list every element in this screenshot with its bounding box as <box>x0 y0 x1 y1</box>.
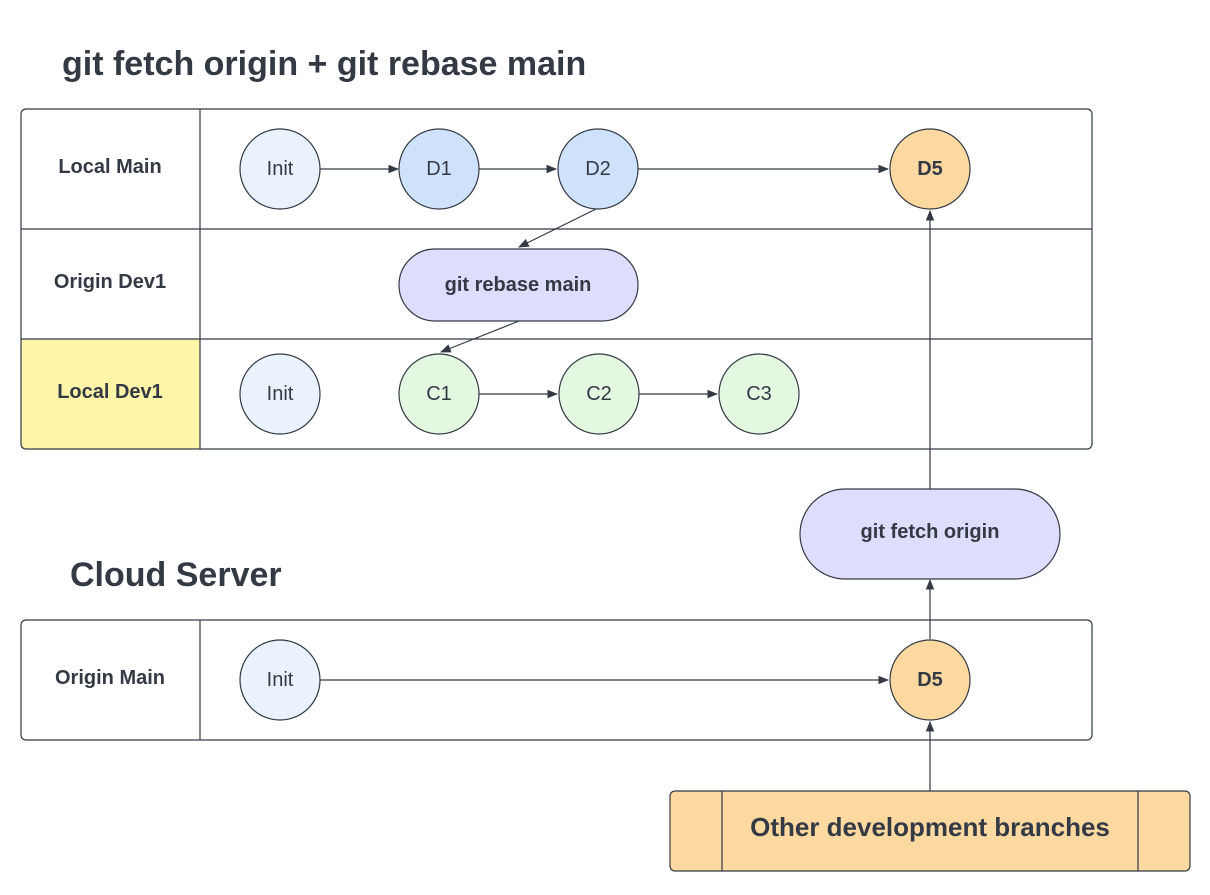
lane-label-origin-dev1: Origin Dev1 <box>54 271 166 293</box>
local-dev1-label-highlight <box>21 339 200 449</box>
connectors <box>320 164 935 791</box>
commit-node-d5: D5 <box>889 128 971 210</box>
commit-node-dev-init: Init <box>239 353 321 435</box>
rebase-action-label: git rebase main <box>445 274 592 296</box>
other-branches-box: Other development branches <box>669 790 1191 872</box>
commit-label: D1 <box>426 158 452 180</box>
lane-label-local-dev1: Local Dev1 <box>57 381 163 403</box>
edge-d2-rebase <box>518 207 599 248</box>
fetch-action-node: git fetch origin <box>799 488 1061 580</box>
commit-node-c3: C3 <box>718 353 800 435</box>
commit-label: D2 <box>585 158 611 180</box>
cloud-swimlane: Origin Main <box>20 619 1093 741</box>
commit-node-d2: D2 <box>557 128 639 210</box>
other-branches-label: Other development branches <box>750 812 1110 842</box>
lane-label-local-main: Local Main <box>58 156 161 178</box>
commit-node-init: Init <box>239 128 321 210</box>
edge-rebase-c1 <box>439 320 520 353</box>
commit-label: D5 <box>917 669 943 691</box>
page-title: git fetch origin + git rebase main <box>62 45 586 83</box>
commit-label: C3 <box>746 383 772 405</box>
commit-node-origin-d5: D5 <box>889 639 971 721</box>
local-swimlane: Local Main Origin Dev1 Local Dev1 <box>20 108 1093 450</box>
fetch-action-label: git fetch origin <box>861 521 1000 543</box>
commit-node-c2: C2 <box>558 353 640 435</box>
commit-label: D5 <box>917 158 943 180</box>
commit-label: C1 <box>426 383 452 405</box>
commit-label: Init <box>267 158 294 180</box>
lane-label-origin-main: Origin Main <box>55 667 165 689</box>
rebase-action-node: git rebase main <box>398 248 639 322</box>
commit-node-origin-init: Init <box>239 639 321 721</box>
local-swimlane-border <box>20 108 1093 450</box>
commit-node-d1: D1 <box>398 128 480 210</box>
commit-label: Init <box>267 383 294 405</box>
cloud-section-title: Cloud Server <box>70 556 282 594</box>
cloud-swimlane-border <box>20 619 1093 741</box>
commit-label: Init <box>267 669 294 691</box>
commit-label: C2 <box>586 383 612 405</box>
commit-node-c1: C1 <box>398 353 480 435</box>
